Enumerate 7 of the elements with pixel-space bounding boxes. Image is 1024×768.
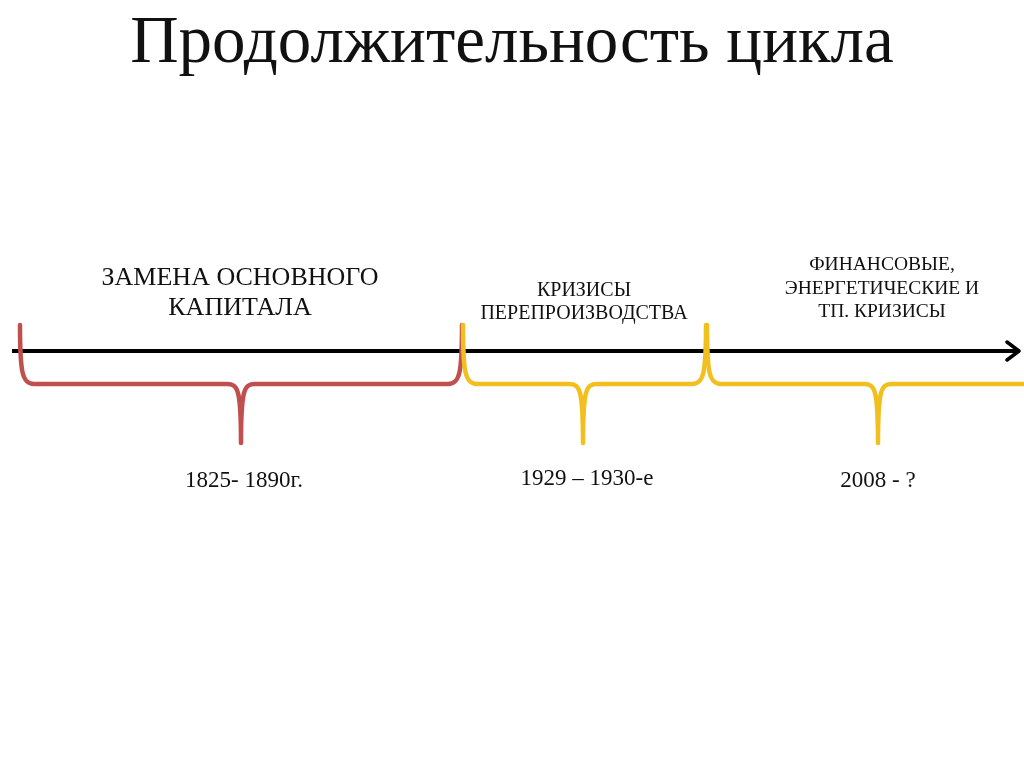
title: Продолжительность цикла [130, 2, 894, 76]
period-label: КРИЗИСЫ ПЕРЕПРОИЗВОДСТВА [480, 278, 688, 323]
date-label: 1825- 1890г. [185, 467, 303, 492]
date-label: 1929 – 1930-е [520, 465, 654, 490]
date-label: 2008 - ? [840, 467, 916, 492]
period-label: ФИНАНСОВЫЕ, ЭНЕРГЕТИЧЕСКИЕ И ТП. КРИЗИСЫ [784, 253, 980, 321]
period-label: ЗАМЕНА ОСНОВНОГО КАПИТАЛА [101, 262, 379, 321]
